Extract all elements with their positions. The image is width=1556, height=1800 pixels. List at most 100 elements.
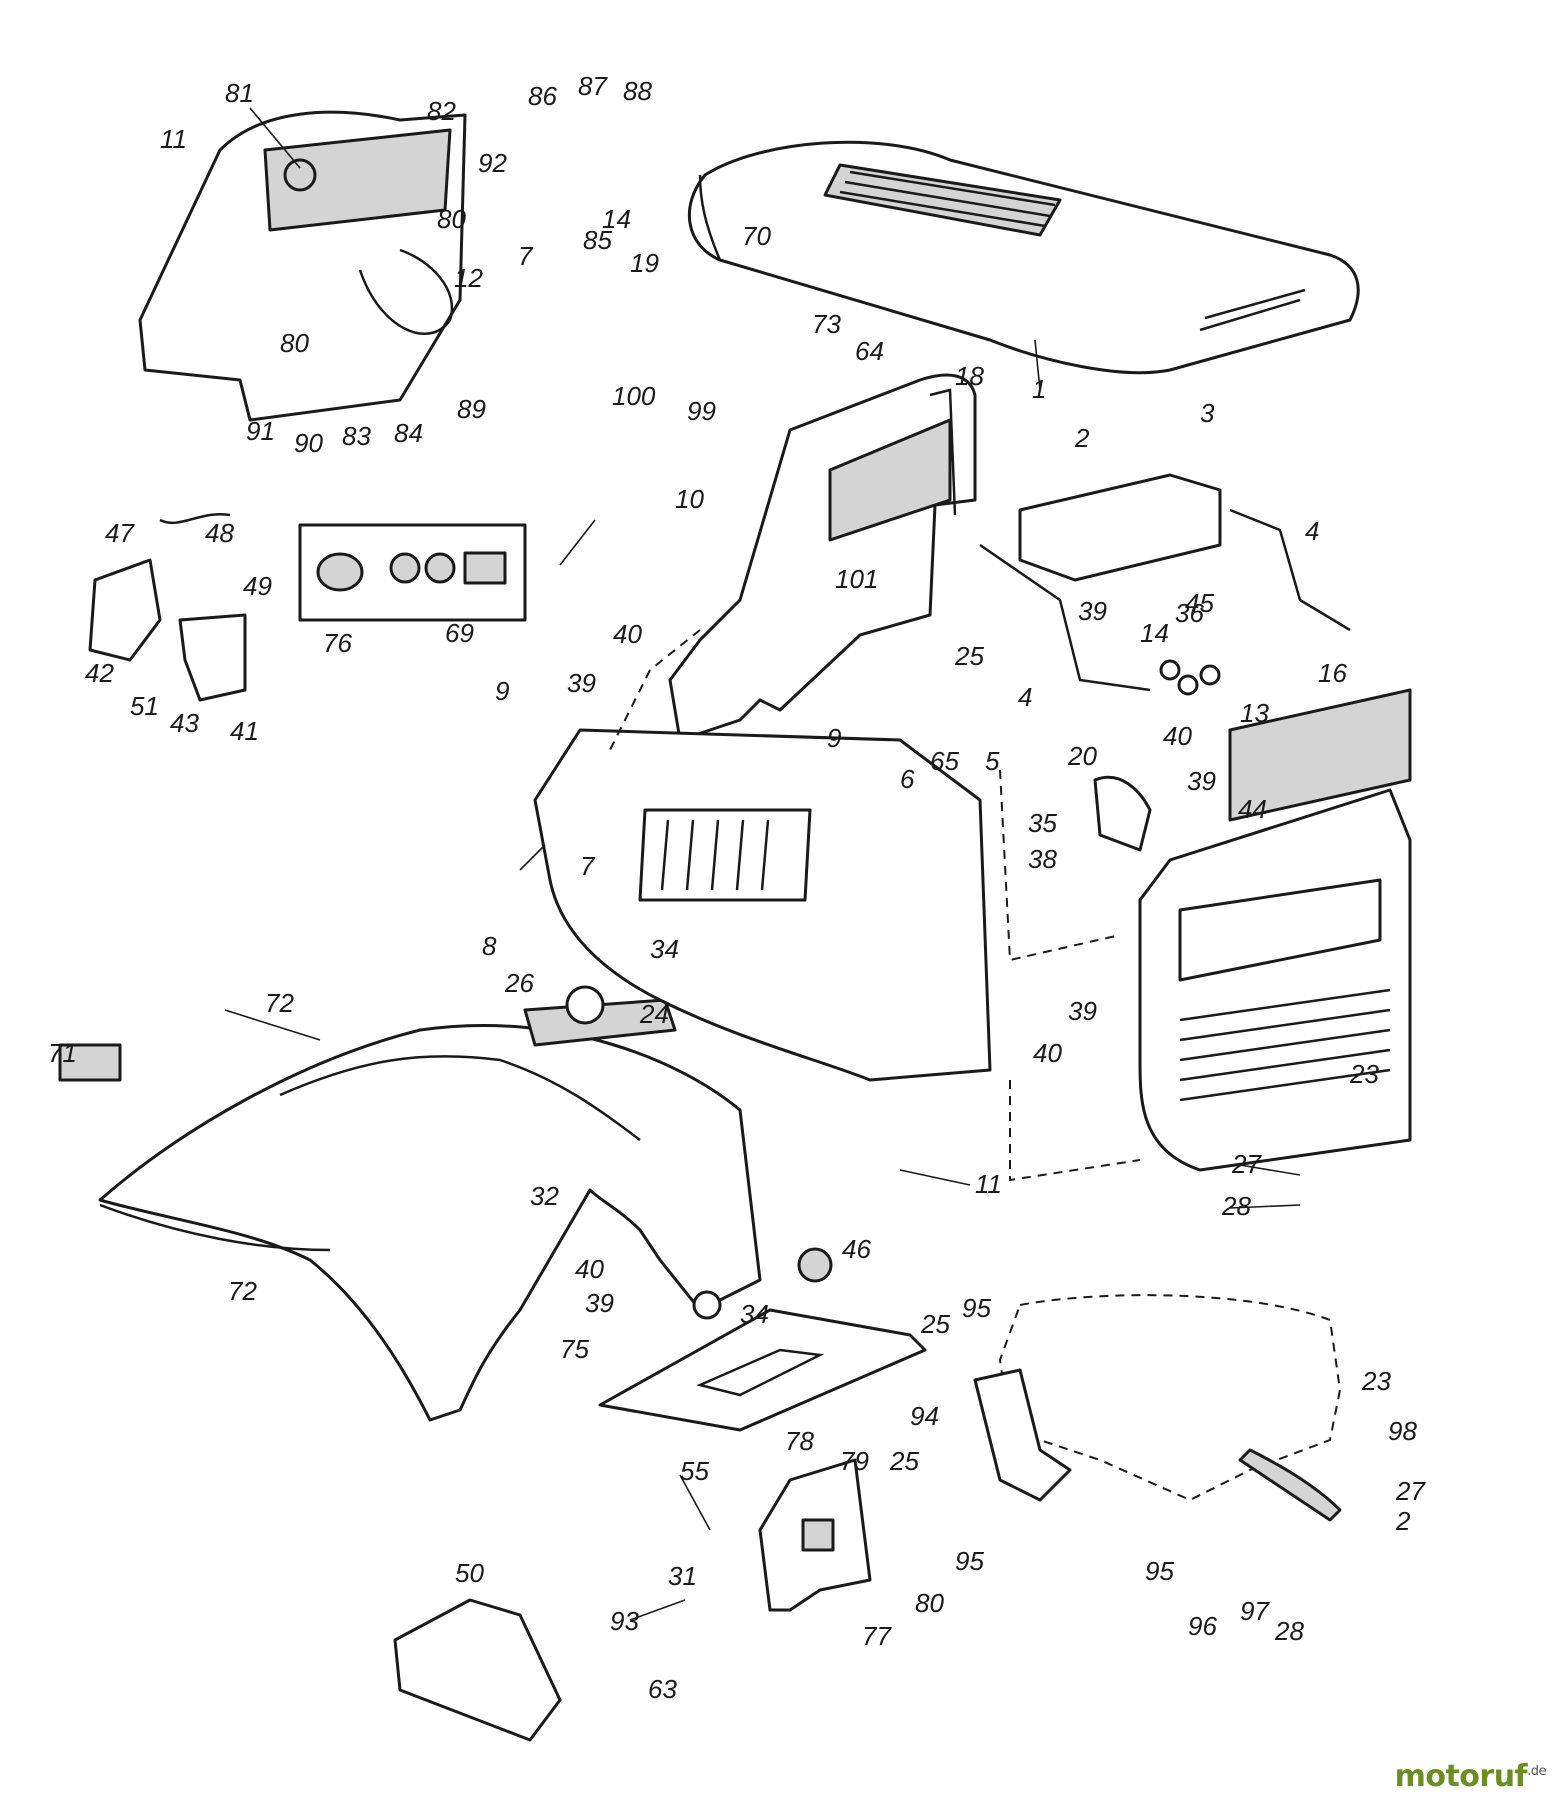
watermark-logo: motoruf.de (1394, 1759, 1547, 1794)
front-panel-part (533, 728, 992, 1082)
callout: 11 (160, 124, 187, 154)
callout: 99 (687, 396, 716, 426)
rear-fender-part (98, 998, 762, 1422)
callout: 77 (862, 1621, 892, 1651)
callout: 44 (1238, 794, 1267, 824)
callout: 83 (342, 421, 371, 451)
callout: 16 (1318, 658, 1347, 688)
callout: 11 (975, 1169, 1002, 1199)
callout: 7 (580, 851, 596, 881)
callout: 4 (1018, 682, 1032, 712)
callout: 96 (1188, 1611, 1217, 1641)
floor-plate-part (598, 1308, 927, 1432)
callout: 94 (910, 1401, 939, 1431)
callout: 76 (323, 628, 352, 658)
hood-support-part (979, 473, 1351, 692)
callout: 80 (437, 204, 466, 234)
callout: 42 (85, 658, 114, 688)
callout: 4 (1305, 516, 1319, 546)
callout: 91 (246, 416, 275, 446)
callout: 19 (630, 248, 659, 278)
callout: 92 (478, 148, 507, 178)
callout: 27 (1395, 1476, 1426, 1506)
callout: 80 (280, 328, 309, 358)
callout: 90 (294, 428, 323, 458)
ignition-switch-part (298, 523, 527, 622)
callout: 40 (1033, 1038, 1062, 1068)
callout: 73 (812, 309, 841, 339)
callout: 13 (1240, 698, 1269, 728)
callout: 84 (394, 418, 423, 448)
callout: 25 (920, 1309, 950, 1339)
callout: 49 (243, 571, 272, 601)
callout: 63 (648, 1674, 677, 1704)
callout: 32 (530, 1181, 559, 1211)
callout: 85 (583, 225, 612, 255)
callout: 100 (612, 381, 656, 411)
callout: 95 (955, 1546, 984, 1576)
callout: 41 (230, 716, 259, 746)
callout: 34 (650, 934, 679, 964)
callout: 82 (427, 96, 456, 126)
callout: 38 (1028, 844, 1057, 874)
callout: 39 (567, 668, 596, 698)
callout: 3 (1200, 398, 1215, 428)
watermark-suffix: .de (1527, 1764, 1546, 1779)
callout: 25 (889, 1446, 919, 1476)
callout: 8 (482, 931, 497, 961)
callout: 48 (205, 518, 234, 548)
engine-outline-part (973, 1294, 1342, 1522)
callout: 12 (454, 263, 483, 293)
callout: 39 (1187, 766, 1216, 796)
callout: 79 (840, 1446, 869, 1476)
mounting-bracket-part (758, 1458, 872, 1612)
callout: 39 (585, 1288, 614, 1318)
callout: 71 (48, 1038, 77, 1068)
callout: 27 (1231, 1149, 1262, 1179)
callout: 55 (680, 1456, 709, 1486)
callout: 95 (962, 1293, 991, 1323)
callout: 46 (842, 1234, 871, 1264)
cover-plate-part (393, 1598, 562, 1742)
callout: 87 (578, 71, 608, 101)
callout: 7 (518, 241, 534, 271)
fasteners-part (58, 659, 1221, 1320)
callout: 25 (954, 641, 984, 671)
hood-part (688, 140, 1360, 375)
callout: 14 (602, 204, 631, 234)
callout: 51 (130, 691, 159, 721)
callout: 88 (623, 76, 652, 106)
leader-lines (224, 107, 1301, 1621)
callout: 43 (170, 708, 199, 738)
callout: 101 (835, 564, 878, 594)
callout: 23 (1361, 1366, 1391, 1396)
callout: 80 (915, 1588, 944, 1618)
callout-labels: 81 82 11 86 87 88 92 14 80 12 7 85 80 91… (48, 71, 1426, 1704)
callout: 6 (900, 764, 915, 794)
callout: 72 (265, 988, 294, 1018)
callout: 2 (1074, 423, 1090, 453)
callout: 86 (528, 81, 557, 111)
callout: 31 (668, 1561, 697, 1591)
callout: 98 (1388, 1416, 1417, 1446)
callout: 36 (1175, 598, 1204, 628)
dashboard-tower-part (668, 373, 977, 742)
callout: 20 (1067, 741, 1097, 771)
callout: 40 (613, 619, 642, 649)
callout: 28 (1274, 1616, 1304, 1646)
callout: 45 (1185, 588, 1214, 618)
callout: 26 (504, 968, 534, 998)
callout: 40 (1163, 721, 1192, 751)
callout: 18 (955, 361, 984, 391)
callout: 10 (675, 484, 704, 514)
callout: 93 (610, 1606, 639, 1636)
callout: 64 (855, 336, 884, 366)
callout: 9 (827, 723, 841, 753)
watermark-brand: motoruf (1394, 1759, 1528, 1794)
callout: 40 (575, 1254, 604, 1284)
assembly-guide-lines (609, 629, 1141, 1182)
callout: 72 (228, 1276, 257, 1306)
callout: 89 (457, 394, 486, 424)
callout: 23 (1349, 1059, 1379, 1089)
